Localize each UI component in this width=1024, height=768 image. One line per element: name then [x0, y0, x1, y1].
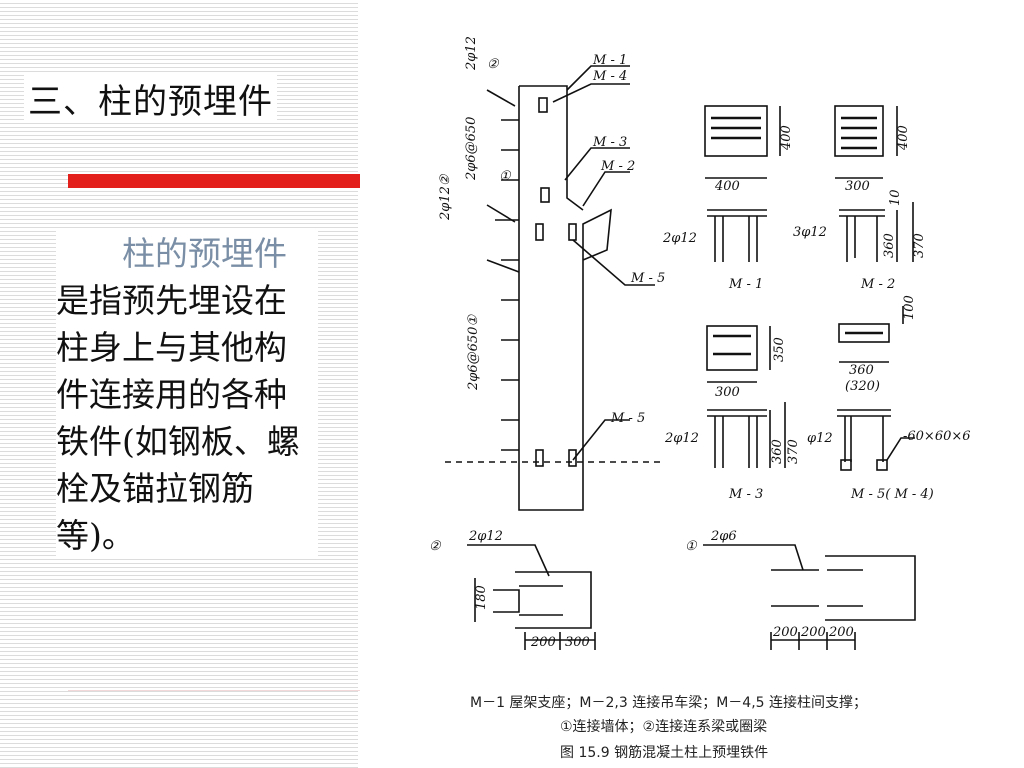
dim-360-m3: 360: [770, 439, 785, 464]
b1-label: ①: [685, 539, 698, 554]
cap-m2: M - 2: [860, 277, 895, 292]
dim-180: 180: [474, 585, 489, 610]
label-rebar2: 2φ12②: [438, 173, 453, 221]
detail-2: [467, 544, 592, 629]
body-paragraph: 柱的预埋件是指预先埋设在柱身上与其他构件连接用的各种铁件(如钢板、螺栓及锚拉钢筋…: [56, 230, 318, 559]
label-phi12-r: φ12: [807, 431, 833, 446]
plate-holes: [711, 116, 883, 356]
label-3phi12: 3φ12: [793, 225, 827, 240]
dim-300-m3: 300: [715, 385, 740, 400]
dim-350: 350: [772, 337, 787, 362]
detail-1: [703, 544, 916, 621]
dim-200-a: 200: [772, 625, 798, 640]
label-m3: M - 3: [592, 135, 627, 150]
dim-400-w: 400: [714, 179, 740, 194]
body-text: 是指预先埋设在柱身上与其他构件连接用的各种铁件(如钢板、螺栓及锚拉钢筋等)。: [56, 281, 300, 555]
dim-200-b: 200: [800, 625, 826, 640]
column-top: [519, 85, 584, 211]
label-phi12-m3: 2φ12: [664, 431, 699, 446]
label-phi12: 2φ12: [464, 36, 479, 71]
dim-300-b2: 300: [565, 635, 590, 650]
dim-200-b2: 200: [530, 635, 556, 650]
dim-370: 370: [912, 233, 927, 258]
label-circ1: ①: [499, 169, 512, 184]
label-rebar1: 2φ6@650: [464, 117, 479, 181]
dim-320: (320): [845, 379, 880, 394]
label-circ2: ②: [487, 57, 500, 72]
embedded-parts-drawing: M - 1 M - 4 M - 3 M - 2 M - 5 M - 5 2φ12…: [415, 10, 1015, 765]
caption-line-2: ①连接墙体；②连接连系梁或圈梁: [560, 719, 768, 735]
b2-label: ②: [429, 539, 442, 554]
label-m4: M - 4: [592, 69, 627, 84]
dim-200-c: 200: [828, 625, 854, 640]
dim-400-h: 400: [779, 125, 794, 151]
dim-360: 360: [882, 233, 897, 258]
dim-360-m5: 360: [849, 363, 874, 378]
caption-line-1: M－1 屋架支座；M－2,3 连接吊车梁；M－4,5 连接柱间支撑；: [470, 695, 868, 711]
b1-phi: 2φ6: [710, 529, 737, 544]
label-m1: M - 1: [592, 53, 627, 68]
dim-100: 100: [902, 295, 917, 320]
cap-m5: M - 5( M - 4): [850, 487, 934, 502]
label-m5-bottom: M - 5: [610, 411, 645, 426]
red-divider: [68, 174, 360, 188]
label-m5: M - 5: [630, 271, 665, 286]
label-phi12-left: 2φ12: [662, 231, 697, 246]
dim-10: 10: [888, 189, 903, 206]
b2-phi: 2φ12: [468, 529, 503, 544]
dim-370-m3: 370: [786, 439, 801, 464]
dim-300-w: 300: [845, 179, 870, 194]
column-outline: [518, 86, 612, 511]
cap-m3: M - 3: [728, 487, 763, 502]
cap-m1: M - 1: [728, 277, 763, 292]
thin-divider: [68, 690, 360, 691]
dim-400-h2: 400: [896, 125, 911, 151]
label-m2: M - 2: [600, 159, 635, 174]
body-highlight: 柱的预埋件: [122, 234, 287, 273]
caption-line-3: 图 15.9 钢筋混凝土柱上预埋铁件: [560, 745, 769, 761]
label-rebar3: 2φ6@650①: [466, 314, 481, 391]
label-angle: -60×60×6: [903, 429, 971, 444]
slide-title: 三、柱的预埋件: [24, 74, 277, 123]
